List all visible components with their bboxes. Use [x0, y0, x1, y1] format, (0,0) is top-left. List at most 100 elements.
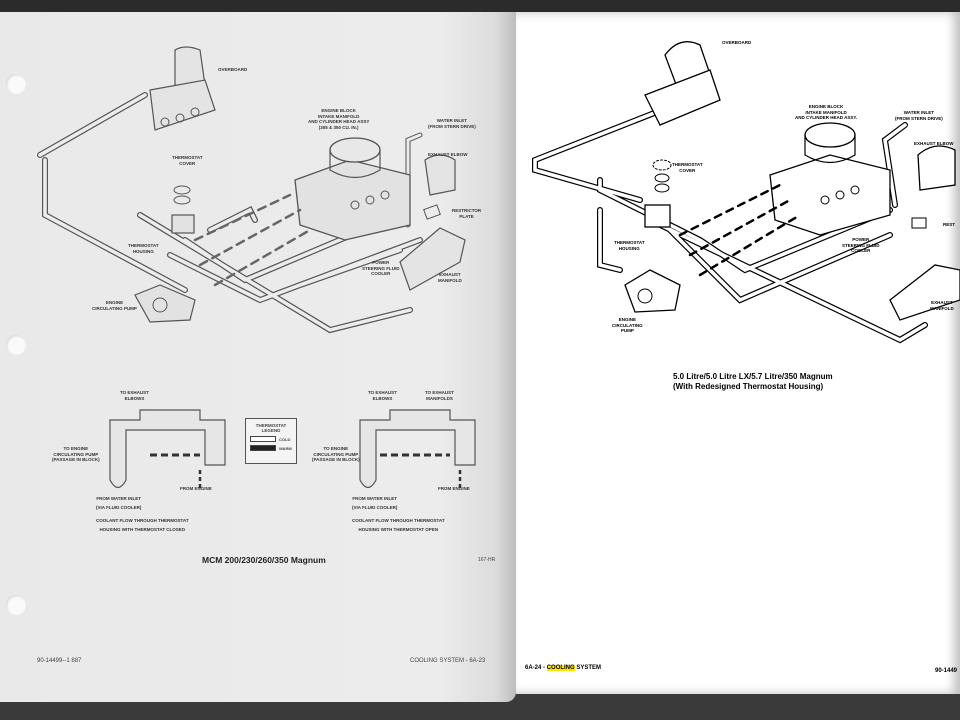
legend-title: LEGEND — [261, 428, 281, 433]
right-footer-section: 6A-24 - COOLING SYSTEM — [525, 665, 601, 671]
label-line: (VIA FLUID COOLER) — [96, 504, 142, 510]
label-thermostat-housing: THERMOSTAT HOUSING — [614, 240, 645, 251]
label-line: POWER — [852, 237, 870, 242]
label-line: EXHAUST — [931, 300, 953, 305]
label-line: TO ENGINE — [63, 446, 89, 451]
legend-cold-label: COLD — [279, 436, 291, 442]
label-line: TO ENGINE — [323, 446, 349, 451]
binder-hole — [6, 595, 26, 615]
label-to-exhaust-elbows: TO EXHAUST ELBOWS — [120, 390, 149, 401]
label-to-exhaust-elbows: TO EXHAUST ELBOWS — [368, 390, 397, 401]
viewer-top-bar — [0, 0, 960, 12]
label-line: TO EXHAUST — [425, 390, 454, 395]
label-line: (FROM STERN DRIVE) — [895, 115, 943, 121]
label-line: COOLER — [851, 248, 871, 253]
binder-hole — [6, 335, 26, 355]
label-circulating-pump: ENGINE CIRCULATING PUMP — [612, 317, 643, 334]
label-line: MANIFOLD — [438, 277, 462, 283]
label-line: STEERING FLUID — [362, 265, 400, 271]
label-line: ENGINE — [105, 300, 124, 305]
label-line: FROM WATER INLET — [352, 496, 397, 501]
label-from-water-inlet: FROM WATER INLET (VIA FLUID COOLER) — [96, 496, 141, 510]
label-line: WATER INLET — [903, 110, 934, 115]
label-engine-block: ENGINE BLOCK INTAKE MANIFOLD AND CYLINDE… — [308, 108, 369, 130]
label-line: (305 & 350 CU. IN.) — [318, 124, 359, 130]
legend-warm-swatch — [250, 445, 276, 451]
label-exhaust-manifold: EXHAUST MANIFOLD — [930, 300, 954, 311]
label-to-circulating-pump: TO ENGINE CIRCULATING PUMP (PASSAGE IN B… — [312, 446, 360, 463]
label-restrictor-plate: RESTRICTOR PLATE — [452, 208, 481, 219]
right-cooling-diagram — [532, 41, 960, 344]
label-overboard: OVERBOARD — [218, 67, 248, 72]
label-line: FROM WATER INLET — [96, 496, 141, 501]
label-line: TO EXHAUST — [120, 390, 149, 395]
legend-cold-swatch — [250, 436, 276, 442]
label-water-inlet: WATER INLET (FROM STERN DRIVE) — [895, 110, 943, 121]
label-line: ELBOWS — [124, 395, 145, 401]
label-power-steering-cooler: POWER STEERING FLUID COOLER — [362, 260, 400, 277]
label-line: ENGINE — [618, 317, 636, 322]
label-line: STEERING FLUID — [842, 242, 880, 248]
label-line: ENGINE BLOCK — [321, 108, 356, 113]
footer-prefix: 6A-24 - — [525, 665, 547, 671]
label-circulating-pump: ENGINE CIRCULATING PUMP — [92, 300, 137, 311]
label-line: THERMOSTAT — [128, 243, 159, 248]
label-line: TO EXHAUST — [368, 390, 397, 395]
open-caption: COOLANT FLOW THROUGH THERMOSTAT HOUSING … — [352, 516, 445, 534]
label-exhaust-elbow: EXHAUST ELBOW — [428, 152, 468, 157]
closed-caption: COOLANT FLOW THROUGH THERMOSTAT HOUSING … — [96, 516, 189, 534]
binder-hole — [6, 74, 26, 94]
footer-suffix: SYSTEM — [574, 665, 602, 671]
label-line: COVER — [179, 160, 196, 166]
label-line: AND CYLINDER HEAD ASSY — [308, 119, 370, 124]
label-to-exhaust-manifolds: TO EXHAUST MANIFOLDS — [425, 390, 454, 401]
label-line: HOUSING WITH THERMOSTAT OPEN — [358, 527, 439, 532]
legend-title: THERMOSTAT — [255, 423, 287, 428]
label-line: PUMP — [620, 328, 634, 333]
label-line: HOUSING — [618, 245, 640, 251]
figure-code: 167-HR — [478, 557, 496, 563]
label-line: CIRCULATING — [612, 322, 643, 328]
label-exhaust-manifold: EXHAUST MANIFOLD — [438, 272, 462, 283]
label-line: (FROM STERN DRIVE) — [428, 123, 476, 129]
label-thermostat-cover: THERMOSTAT COVER — [672, 162, 703, 173]
label-overboard: OVERBOARD — [722, 40, 752, 45]
label-line: WATER INLET — [436, 118, 467, 123]
label-line: INTAKE MANIFOLD — [317, 113, 360, 119]
right-figure-caption: 5.0 Litre/5.0 Litre LX/5.7 Litre/350 Mag… — [673, 372, 833, 392]
label-line: HOUSING — [132, 248, 154, 254]
label-to-circulating-pump: TO ENGINE CIRCULATING PUMP (PASSAGE IN B… — [52, 446, 100, 463]
label-line: INTAKE MANIFOLD — [805, 109, 847, 115]
label-line: COOLANT FLOW THROUGH THERMOSTAT — [96, 518, 189, 523]
label-water-inlet: WATER INLET (FROM STERN DRIVE) — [428, 118, 476, 129]
label-line: HOUSING WITH THERMOSTAT CLOSED — [99, 527, 186, 532]
caption-line: (With Redesigned Thermostat Housing) — [673, 382, 824, 391]
label-line: (VIA FLUID COOLER) — [352, 504, 398, 510]
label-line: MANIFOLDS — [426, 395, 453, 401]
label-line: ENGINE BLOCK — [808, 104, 844, 109]
caption-line: 5.0 Litre/5.0 Litre LX/5.7 Litre/350 Mag… — [673, 372, 833, 381]
label-line: CIRCULATING PUMP — [313, 451, 359, 457]
right-page — [516, 12, 960, 694]
label-line: PLATE — [459, 213, 474, 219]
label-line: COVER — [679, 167, 696, 173]
label-line: POWER — [372, 260, 390, 265]
label-line: COOLANT FLOW THROUGH THERMOSTAT — [352, 518, 445, 523]
label-line: THERMOSTAT — [172, 155, 203, 160]
label-restrictor: REST — [943, 222, 956, 227]
label-thermostat-housing: THERMOSTAT HOUSING — [128, 243, 159, 254]
label-line: THERMOSTAT — [614, 240, 645, 245]
label-from-engine: FROM ENGINE — [438, 486, 470, 491]
label-line: AND CYLINDER HEAD ASSY. — [795, 115, 858, 120]
left-footer-doc-number: 90-14499--1 887 — [37, 658, 82, 664]
label-line: ELBOWS — [372, 395, 393, 401]
left-footer-section: COOLING SYSTEM - 6A-23 — [410, 658, 486, 664]
label-line: COOLER — [371, 271, 391, 276]
left-cooling-diagram — [37, 46, 476, 490]
search-highlight: COOLING — [546, 665, 575, 671]
label-from-engine: FROM ENGINE — [180, 486, 212, 491]
label-power-steering-cooler: POWER STEERING FLUID COOLER — [842, 237, 880, 254]
label-line: THERMOSTAT — [672, 162, 703, 167]
label-line: CIRCULATING PUMP — [53, 451, 99, 457]
